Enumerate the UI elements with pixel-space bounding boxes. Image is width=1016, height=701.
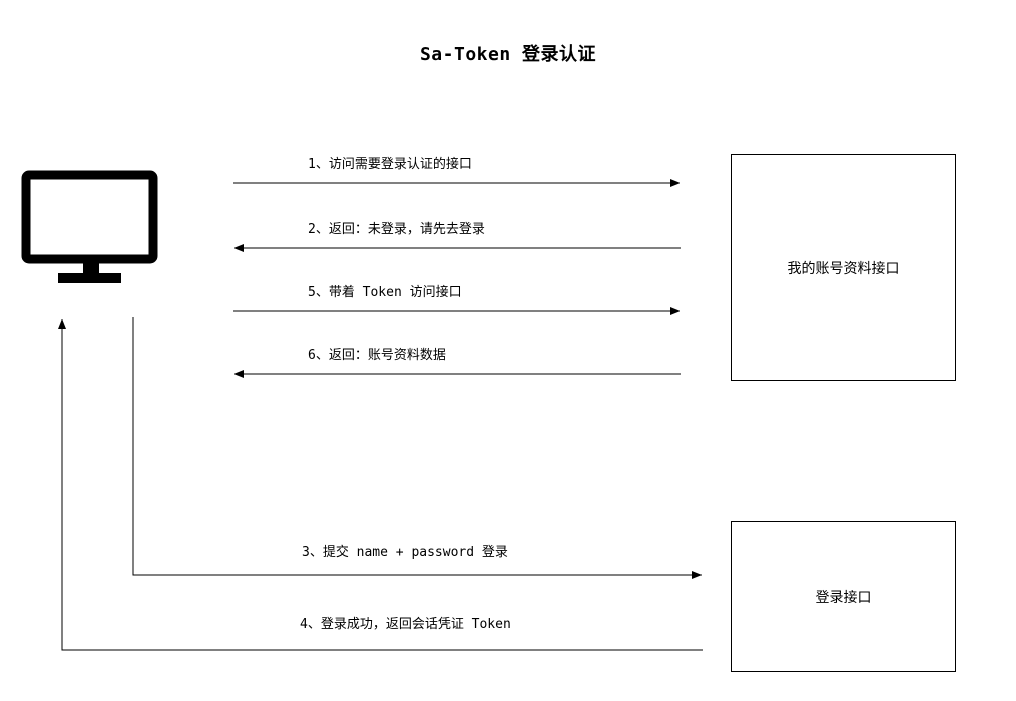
profile-api-label: 我的账号资料接口: [787, 260, 900, 277]
login-api-box: 登录接口: [731, 521, 956, 672]
arrow-step-4: [58, 319, 703, 651]
step-3-label: 3、提交 name + password 登录: [302, 545, 508, 560]
arrow-step-3: [132, 317, 702, 579]
login-api-label: 登录接口: [815, 589, 872, 606]
step-2-label: 2、返回：未登录，请先去登录: [308, 222, 485, 237]
step-1-label: 1、访问需要登录认证的接口: [308, 157, 472, 172]
monitor-icon: [21, 170, 158, 283]
step-5-label: 5、带着 Token 访问接口: [308, 285, 462, 300]
step-6-label: 6、返回：账号资料数据: [308, 348, 446, 363]
step-4-label: 4、登录成功，返回会话凭证 Token: [300, 617, 511, 632]
diagram-title: Sa-Token 登录认证: [419, 44, 597, 65]
profile-api-box: 我的账号资料接口: [731, 154, 956, 381]
